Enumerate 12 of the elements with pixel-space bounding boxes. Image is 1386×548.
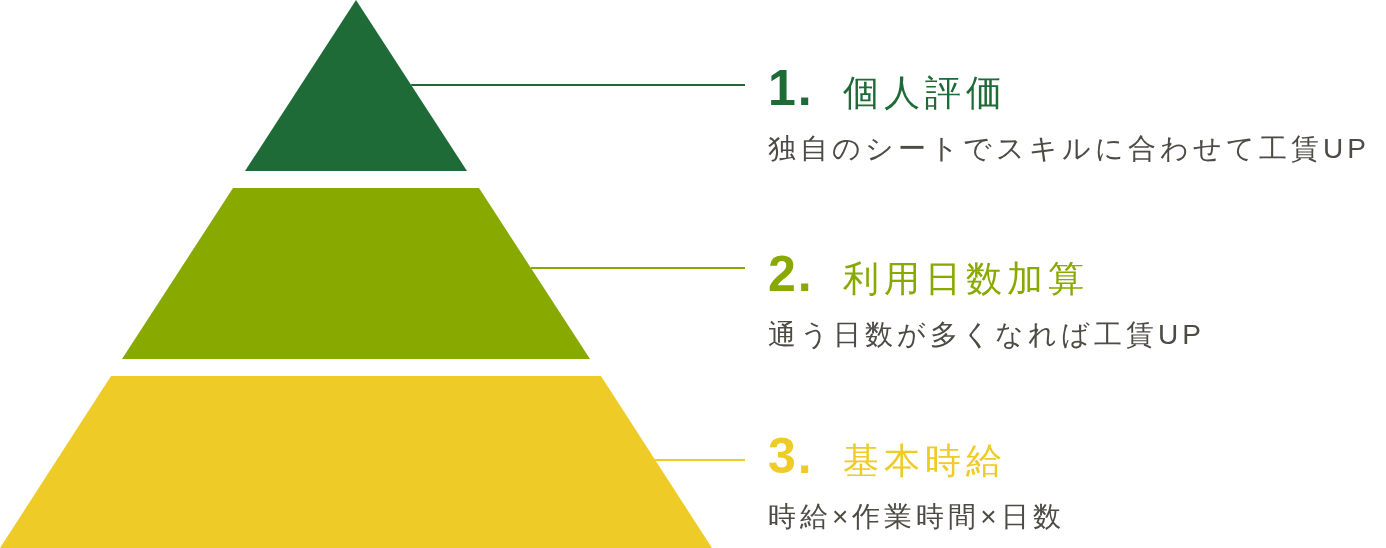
tier-heading: 2. 利用日数加算: [768, 248, 1089, 304]
tier-heading: 3. 基本時給: [768, 430, 1007, 486]
tier-description: 時給×作業時間×日数: [768, 500, 1065, 534]
leader-line: [529, 267, 746, 269]
tier-description: 通う日数が多くなれば工賃UP: [768, 318, 1205, 352]
pyramid-tier: [0, 376, 712, 548]
leader-line: [654, 459, 746, 461]
pyramid-tier: [245, 0, 467, 171]
pyramid-tier: [122, 188, 590, 359]
tier-description: 独自のシートでスキルに合わせて工賃UP: [768, 132, 1370, 166]
leader-line: [410, 84, 746, 86]
tier-heading: 1. 個人評価: [768, 62, 1007, 118]
